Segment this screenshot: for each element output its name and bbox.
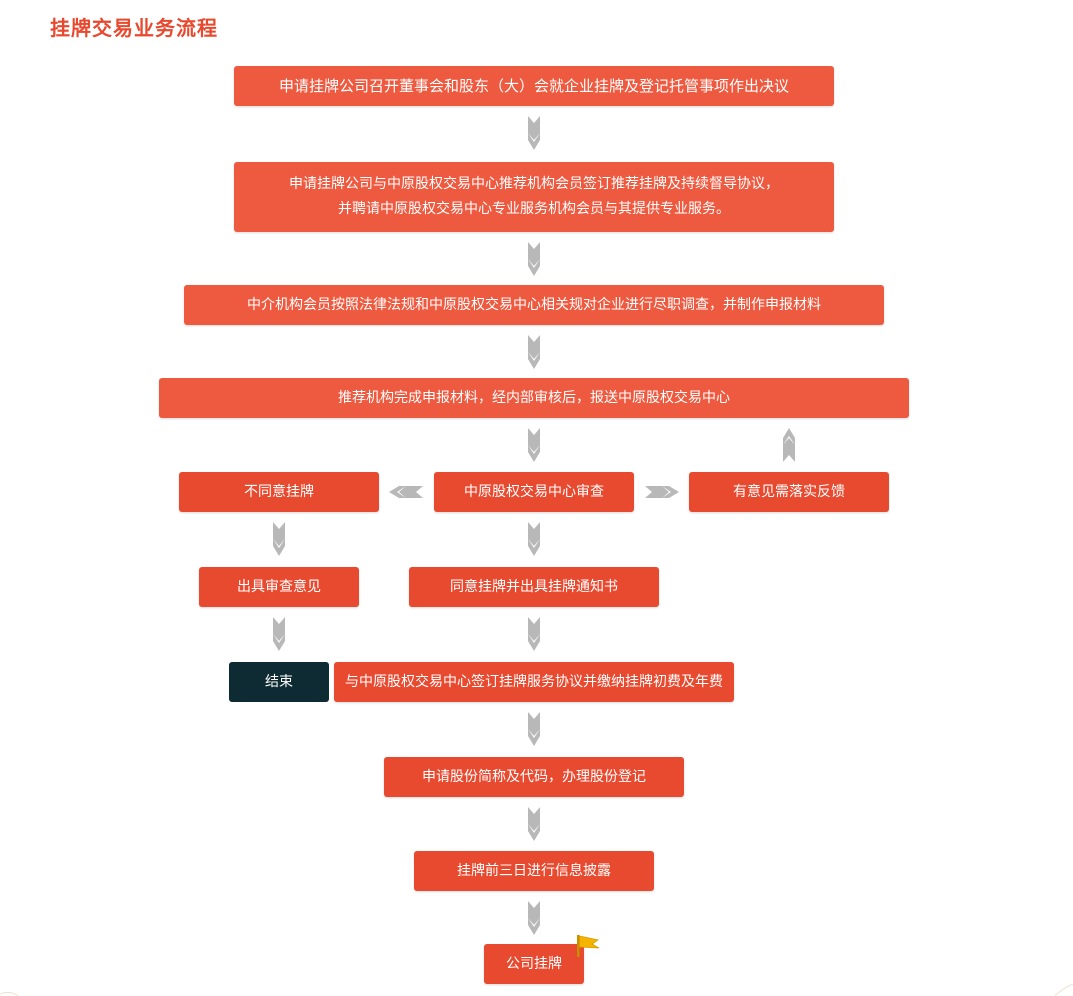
- step-reject-listing: 不同意挂牌: [179, 472, 379, 512]
- page-title: 挂牌交易业务流程: [50, 16, 218, 40]
- arrow-right-icon: [645, 486, 679, 498]
- arrow-down-icon: [273, 617, 285, 651]
- step-share-code-registration: 申请股份简称及代码，办理股份登记: [384, 757, 684, 797]
- step-submit-materials: 推荐机构完成申报材料，经内部审核后，报送中原股权交易中心: [159, 378, 909, 418]
- step-company-listed: 公司挂牌: [484, 944, 584, 984]
- step-sign-sponsor-line-2: 并聘请中原股权交易中心专业服务机构会员与其提供专业服务。: [338, 201, 730, 217]
- corner-arc-decoration: [1054, 983, 1073, 996]
- arrow-down-icon: [528, 242, 540, 276]
- step-feedback: 有意见需落实反馈: [689, 472, 889, 512]
- arrow-down-icon: [528, 712, 540, 746]
- step-approve-listing-label: 同意挂牌并出具挂牌通知书: [450, 578, 618, 595]
- arrow-up-icon: [783, 428, 795, 462]
- step-center-review: 中原股权交易中心审查: [434, 472, 634, 512]
- step-company-listed-label: 公司挂牌: [506, 955, 562, 972]
- step-disclosure: 挂牌前三日进行信息披露: [414, 851, 654, 891]
- arrow-down-icon: [528, 116, 540, 150]
- step-sign-sponsor-agreement: 申请挂牌公司与中原股权交易中心推荐机构会员签订推荐挂牌及持续督导协议， 并聘请中…: [234, 162, 834, 232]
- step-share-code-registration-label: 申请股份简称及代码，办理股份登记: [422, 768, 646, 785]
- arrow-down-icon: [528, 522, 540, 556]
- arrow-down-icon: [528, 428, 540, 462]
- arrow-left-icon: [389, 486, 423, 498]
- step-center-review-label: 中原股权交易中心审查: [464, 483, 604, 500]
- arrow-down-icon: [528, 807, 540, 841]
- step-feedback-label: 有意见需落实反馈: [733, 483, 845, 500]
- step-end: 结束: [229, 662, 329, 702]
- step-reject-listing-label: 不同意挂牌: [244, 483, 314, 500]
- step-sign-service-agreement: 与中原股权交易中心签订挂牌服务协议并缴纳挂牌初费及年费: [334, 662, 734, 702]
- arrow-down-icon: [273, 522, 285, 556]
- step-end-label: 结束: [265, 673, 293, 690]
- step-board-resolution: 申请挂牌公司召开董事会和股东（大）会就企业挂牌及登记托管事项作出决议: [234, 66, 834, 106]
- step-sign-sponsor-line-1: 申请挂牌公司与中原股权交易中心推荐机构会员签订推荐挂牌及持续督导协议，: [289, 176, 779, 192]
- step-board-resolution-label: 申请挂牌公司召开董事会和股东（大）会就企业挂牌及登记托管事项作出决议: [278, 76, 789, 95]
- step-issue-opinion: 出具审查意见: [199, 567, 359, 607]
- corner-arc-decoration: [0, 991, 19, 996]
- step-due-diligence-label: 中介机构会员按照法律法规和中原股权交易中心相关规对企业进行尽职调查，并制作申报材…: [247, 296, 821, 313]
- step-sign-service-agreement-label: 与中原股权交易中心签订挂牌服务协议并缴纳挂牌初费及年费: [345, 673, 723, 690]
- step-submit-materials-label: 推荐机构完成申报材料，经内部审核后，报送中原股权交易中心: [338, 389, 730, 406]
- flag-icon: [577, 935, 600, 957]
- step-due-diligence: 中介机构会员按照法律法规和中原股权交易中心相关规对企业进行尽职调查，并制作申报材…: [184, 285, 884, 325]
- step-approve-listing: 同意挂牌并出具挂牌通知书: [409, 567, 659, 607]
- arrow-down-icon: [528, 901, 540, 935]
- arrow-down-icon: [528, 335, 540, 369]
- arrow-down-icon: [528, 617, 540, 651]
- step-disclosure-label: 挂牌前三日进行信息披露: [457, 862, 611, 879]
- step-issue-opinion-label: 出具审查意见: [237, 578, 321, 595]
